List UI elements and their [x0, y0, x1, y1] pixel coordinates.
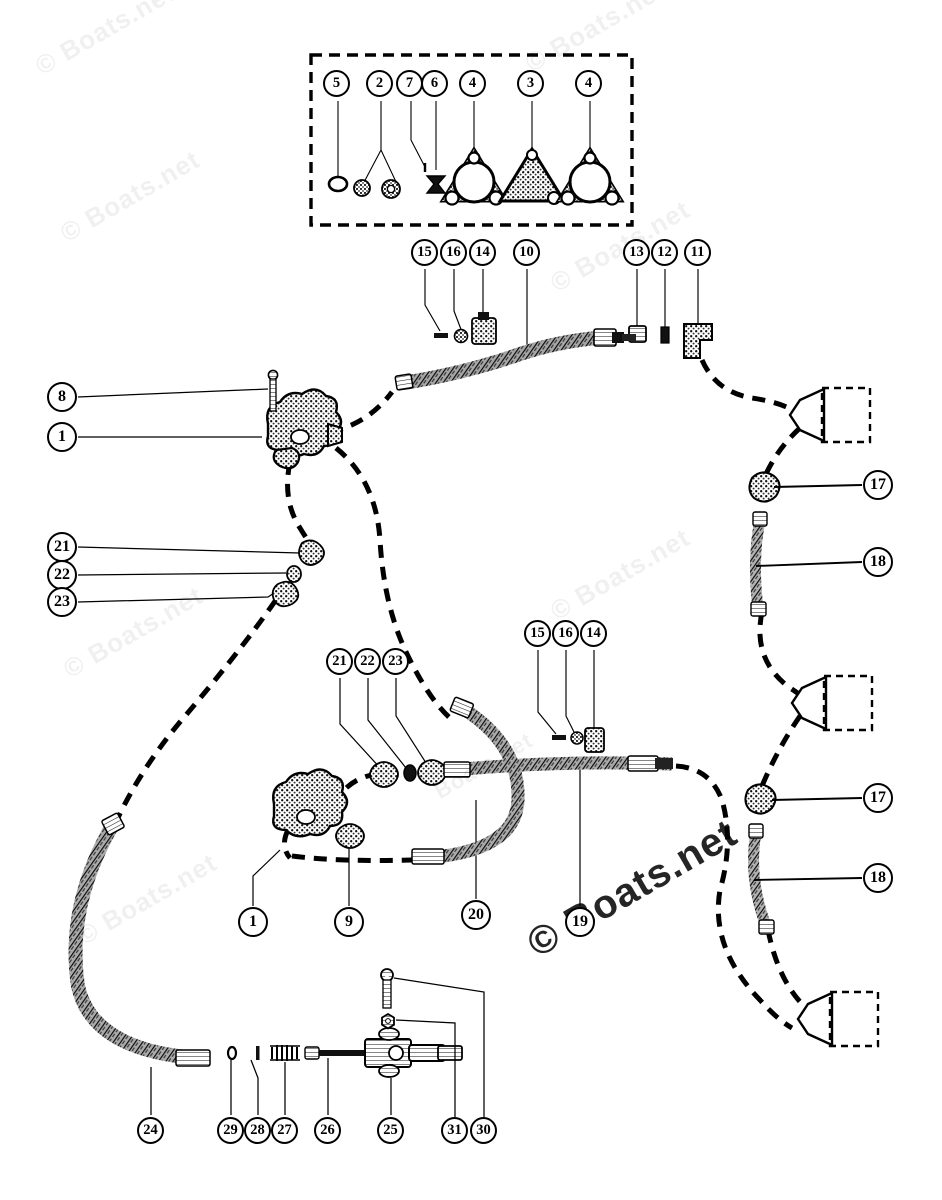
callout-31[interactable]: 31 — [441, 1117, 468, 1144]
fittings-left-group — [271, 539, 325, 608]
callout-18-upper[interactable]: 18 — [863, 547, 893, 577]
callout-4-right[interactable]: 4 — [575, 70, 602, 97]
callout-27[interactable]: 27 — [271, 1117, 298, 1144]
callout-14-top[interactable]: 14 — [469, 239, 496, 266]
callout-17-upper[interactable]: 17 — [863, 470, 893, 500]
bolt-8 — [267, 369, 279, 412]
callout-4-left[interactable]: 4 — [459, 70, 486, 97]
callout-7[interactable]: 7 — [396, 70, 423, 97]
cylinder-middle — [790, 674, 874, 732]
mid-leaders — [252, 678, 581, 906]
right-leaders — [753, 484, 863, 881]
pump-body-lower — [272, 768, 349, 838]
callout-25[interactable]: 25 — [377, 1117, 404, 1144]
callout-22-left[interactable]: 22 — [47, 560, 77, 590]
mid-fitting-leaders — [537, 650, 595, 737]
top-leaders — [424, 269, 699, 345]
callout-10[interactable]: 10 — [513, 239, 540, 266]
callout-9[interactable]: 9 — [334, 907, 364, 937]
callout-17-lower[interactable]: 17 — [863, 783, 893, 813]
callout-13[interactable]: 13 — [623, 239, 650, 266]
fittings-mid-group — [552, 727, 605, 753]
bottom-parts — [226, 968, 463, 1078]
callout-30[interactable]: 30 — [470, 1117, 497, 1144]
bottom-leaders — [150, 977, 485, 1117]
callout-28[interactable]: 28 — [244, 1117, 271, 1144]
hose-19 — [443, 755, 673, 778]
seal-kit-box — [309, 53, 634, 227]
fitting-17-upper — [748, 471, 781, 503]
callout-5[interactable]: 5 — [323, 70, 350, 97]
hose-18-upper — [749, 511, 768, 617]
callout-16-mid[interactable]: 16 — [552, 620, 579, 647]
callout-20[interactable]: 20 — [461, 900, 491, 930]
callout-21-mid[interactable]: 21 — [326, 648, 353, 675]
callout-21-left[interactable]: 21 — [47, 532, 77, 562]
callout-3[interactable]: 3 — [517, 70, 544, 97]
callout-26[interactable]: 26 — [314, 1117, 341, 1144]
fitting-17-lower — [744, 783, 777, 815]
callout-1-upper[interactable]: 1 — [47, 422, 77, 452]
fitting-9 — [335, 823, 365, 849]
hose-24 — [68, 812, 211, 1067]
callout-11[interactable]: 11 — [684, 239, 711, 266]
inset-leaders — [337, 101, 591, 187]
callout-8[interactable]: 8 — [47, 382, 77, 412]
callout-15-top[interactable]: 15 — [411, 239, 438, 266]
callout-6[interactable]: 6 — [421, 70, 448, 97]
cylinder-upper — [788, 386, 872, 444]
callout-15-mid[interactable]: 15 — [524, 620, 551, 647]
inset-parts — [327, 146, 625, 206]
callout-23-mid[interactable]: 23 — [382, 648, 409, 675]
callout-23-left[interactable]: 23 — [47, 587, 77, 617]
callout-1-lower[interactable]: 1 — [238, 907, 268, 937]
hose-10 — [394, 328, 636, 391]
pump-body-upper — [266, 388, 343, 470]
callout-16-top[interactable]: 16 — [440, 239, 467, 266]
callout-2[interactable]: 2 — [366, 70, 393, 97]
fittings-mid-21-23 — [369, 759, 447, 788]
hydraulic-dashed-lines — [113, 358, 819, 1031]
callout-29[interactable]: 29 — [217, 1117, 244, 1144]
callout-22-mid[interactable]: 22 — [354, 648, 381, 675]
hose-18-lower — [748, 823, 775, 935]
callout-12[interactable]: 12 — [651, 239, 678, 266]
cylinder-lower — [796, 990, 880, 1048]
callout-24[interactable]: 24 — [137, 1117, 164, 1144]
callout-19[interactable]: 19 — [565, 907, 595, 937]
callout-18-lower[interactable]: 18 — [863, 863, 893, 893]
callout-14-mid[interactable]: 14 — [580, 620, 607, 647]
fittings-top-group — [434, 312, 713, 359]
hose-20 — [411, 696, 525, 865]
